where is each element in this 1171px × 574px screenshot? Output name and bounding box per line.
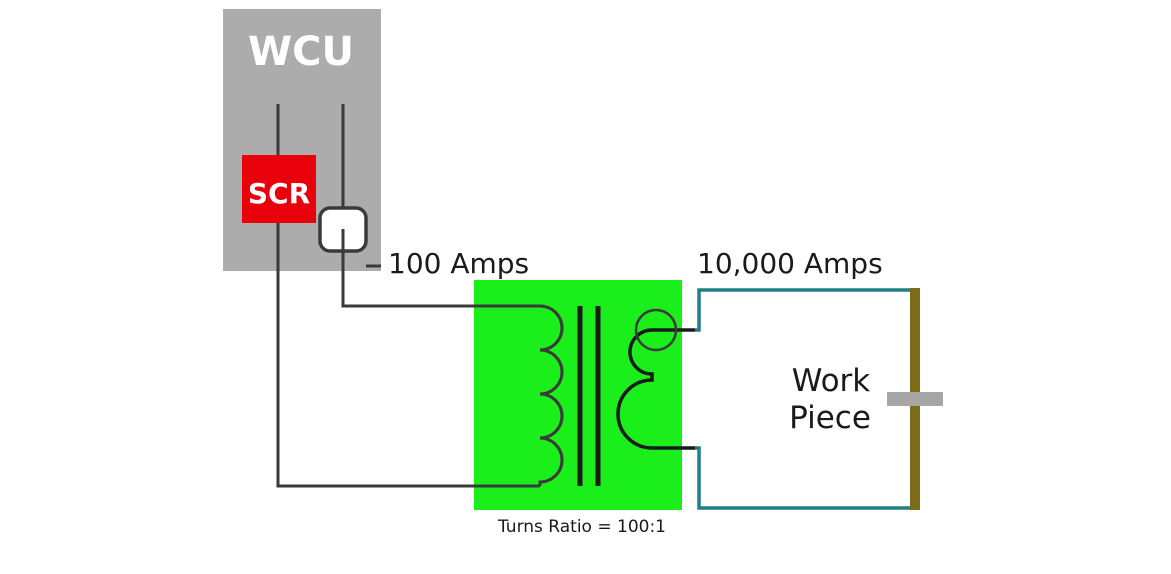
wcu-title: WCU: [248, 29, 354, 75]
current-transformer-icon: [634, 308, 678, 352]
workpiece-label-line1: Work: [792, 363, 871, 399]
scr-label: SCR: [248, 177, 310, 210]
secondary-current-label: 10,000 Amps: [697, 247, 883, 280]
secondary-wire-loop: [695, 288, 915, 332]
workpiece-label-line2: Piece: [789, 400, 871, 436]
scr-block: [242, 155, 316, 223]
turns-ratio-label: Turns Ratio = 100:1: [497, 517, 666, 537]
primary-wire-lower: [276, 223, 540, 488]
primary-coil: [538, 304, 564, 486]
primary-current-label: 100 Amps: [388, 247, 529, 280]
secondary-wire-loop-bottom: [695, 446, 915, 510]
workpiece-plate: [887, 392, 943, 406]
secondary-coil: [616, 328, 695, 450]
